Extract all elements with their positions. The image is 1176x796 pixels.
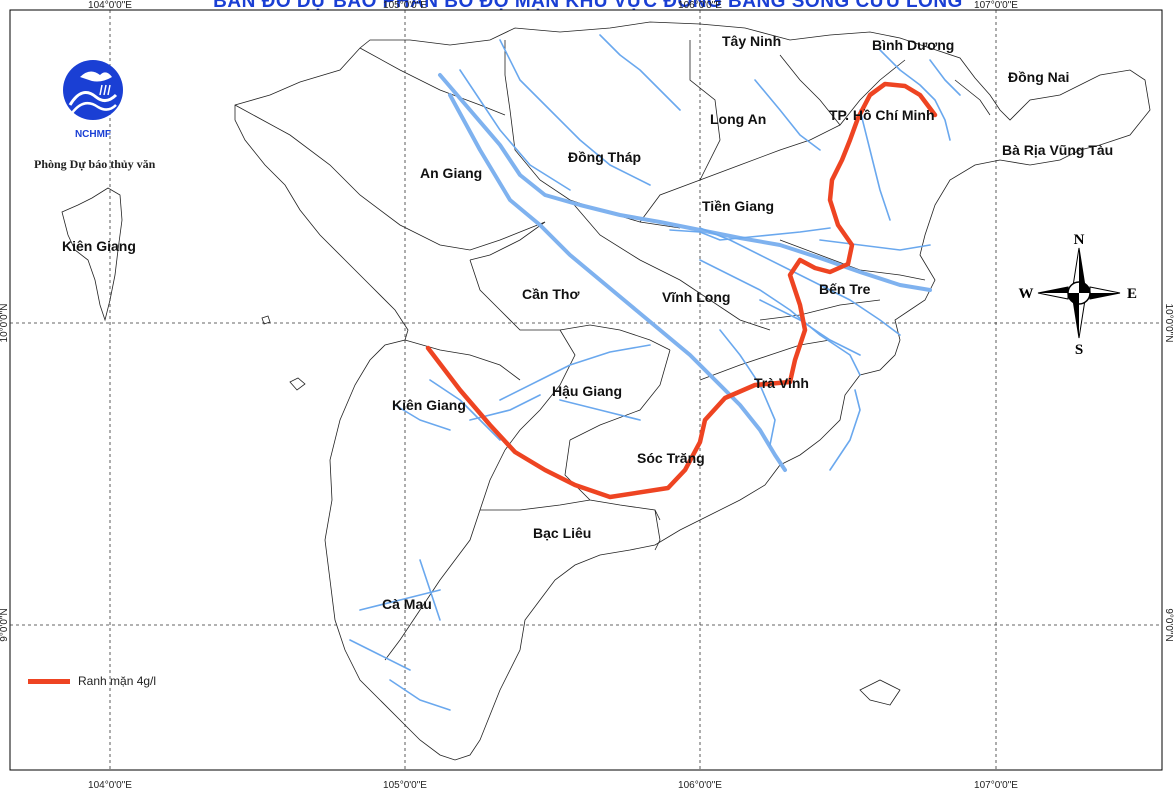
rivers (349, 34, 961, 711)
top-lon-label-1: 104°0'0"E (88, 0, 132, 11)
legend: Ranh mặn 4g/l (28, 674, 156, 688)
compass-e: E (1127, 286, 1137, 302)
province-label-dong-nai: Đồng Nai (1008, 69, 1069, 85)
left-lat-label-1: 10°0'0"N (0, 304, 10, 343)
delta-landmass (234, 21, 1151, 761)
province-borders (234, 40, 991, 661)
province-label-binh-duong: Bình Dương (872, 37, 954, 53)
top-lon-label-2: 105°0'0"E (383, 0, 427, 11)
right-lat-label-1: 10°0'0"N (1163, 304, 1174, 343)
province-label-ba-ria: Bà Rịa Vũng Tàu (1002, 142, 1113, 158)
organization-name: Phòng Dự báo thủy văn (34, 157, 156, 171)
province-label-tra-vinh: Trà Vinh (754, 375, 809, 391)
province-label-vinh-long: Vĩnh Long (662, 289, 730, 305)
bassac-hau-river (448, 93, 787, 472)
compass-w: W (1019, 286, 1034, 302)
province-label-bac-lieu: Bạc Liêu (533, 525, 591, 541)
right-lat-label-2: 9°0'0"N (1163, 608, 1174, 641)
small-island-3 (261, 315, 271, 325)
province-label-tay-ninh: Tây Ninh (722, 33, 781, 49)
province-label-can-tho: Cần Thơ (522, 286, 579, 302)
nchmf-logo: NCHMF (63, 60, 123, 140)
small-island-2 (859, 679, 901, 706)
bottom-lon-label-3: 106°0'0"E (678, 780, 722, 791)
bottom-lon-label-4: 107°0'0"E (974, 780, 1018, 791)
province-label-an-giang: An Giang (420, 165, 482, 181)
top-lon-label-4: 107°0'0"E (974, 0, 1018, 11)
province-label-tien-giang: Tiền Giang (702, 198, 774, 214)
mekong-tien-river (438, 73, 932, 292)
legend-salinity-label: Ranh mặn 4g/l (78, 674, 157, 688)
province-label-long-an: Long An (710, 111, 766, 127)
province-label-kien-giang: Kiên Giang (392, 397, 466, 413)
small-island-1 (289, 377, 306, 391)
province-label-dong-thap: Đồng Tháp (568, 149, 641, 165)
top-lon-label-3: 106°0'0"E (678, 0, 722, 11)
map-title: BẢN ĐỒ DỰ BÁO PHÂN BỐ ĐỘ MẶN KHU VỰC ĐỒN… (213, 0, 963, 12)
legend-salinity-swatch (28, 678, 70, 684)
delta-coastline (234, 21, 1151, 761)
bottom-lon-label-2: 105°0'0"E (383, 780, 427, 791)
province-label-ben-tre: Bến Tre (819, 281, 871, 297)
salinity-boundary-line (425, 81, 938, 500)
province-label-soc-trang: Sóc Trăng (637, 450, 705, 466)
left-lat-label-2: 9°0'0"N (0, 608, 10, 641)
graticule (10, 10, 1162, 770)
map-frame (9, 9, 1163, 771)
kien-giang-island (61, 187, 123, 322)
province-label-ca-mau: Cà Mau (382, 596, 432, 612)
compass-s: S (1075, 342, 1083, 356)
bottom-lon-label-1: 104°0'0"E (88, 780, 132, 791)
province-label-hau-giang: Hậu Giang (552, 383, 622, 399)
province-label-kien-giang-island: Kiên Giang (62, 238, 136, 254)
compass-n: N (1074, 232, 1085, 248)
province-label-tp-hcm: TP. Hồ Chí Minh (829, 107, 935, 123)
compass-rose: N S W E (1019, 232, 1138, 356)
logo-text: NCHMF (75, 129, 111, 140)
